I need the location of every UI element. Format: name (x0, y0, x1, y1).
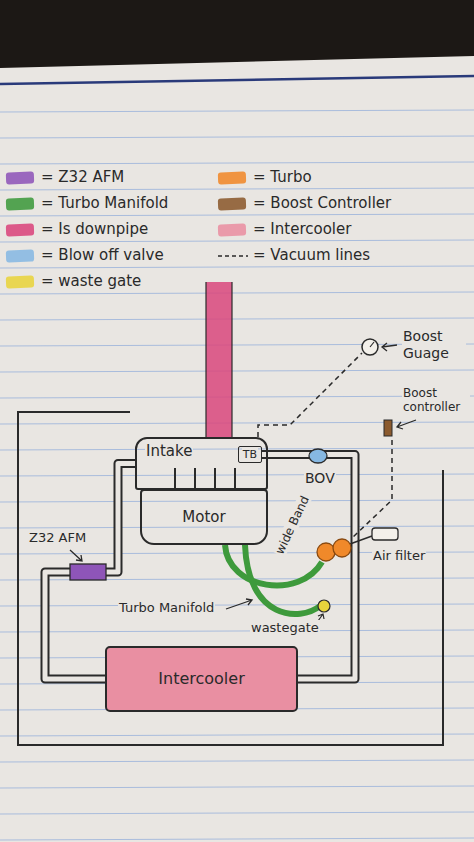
manifold-label: Turbo Manifold (118, 600, 215, 616)
downpipe (206, 282, 232, 437)
ruled-line (0, 422, 474, 424)
runner (234, 468, 236, 490)
gauge-label: Boost Guage (402, 328, 466, 362)
ruled-line (0, 838, 474, 840)
header-rule (0, 76, 474, 84)
leader-arrow (226, 599, 252, 609)
wastegate-label: wastegate (250, 620, 320, 636)
legend-text: = Turbo Manifold (40, 194, 169, 212)
engine-bay-outline (18, 412, 443, 745)
dashed-line (218, 255, 248, 257)
node-label: Intake (145, 442, 193, 460)
legend-swatch (218, 172, 246, 185)
legend-swatch (6, 224, 34, 237)
legend-swatch (6, 276, 34, 289)
node-label: Intercooler (157, 669, 245, 688)
runner (174, 468, 176, 490)
ruled-line (0, 266, 474, 268)
ruled-line (0, 110, 474, 112)
turbo (333, 539, 351, 557)
z32-afm (70, 564, 106, 580)
legend-text: = waste gate (40, 272, 142, 290)
wastegate (318, 600, 330, 612)
legend-text: = Is downpipe (40, 220, 149, 238)
legend-text: = Turbo (252, 168, 313, 186)
node-label: Motor (181, 508, 226, 526)
throttle-body-box: TB (238, 446, 262, 463)
boost-controller (384, 420, 392, 436)
ruled-line (0, 630, 474, 632)
air-filter (372, 528, 398, 540)
legend-swatch (6, 250, 34, 263)
controller-label: Boost controller (402, 386, 470, 415)
bov-label: BOV (304, 470, 336, 487)
ruled-line (0, 786, 474, 788)
downpipe-edge (205, 282, 206, 437)
legend-text: = Blow off valve (40, 246, 165, 264)
dark-background (0, 0, 474, 68)
blow-off-valve (309, 449, 327, 463)
ruled-line (0, 240, 474, 242)
intake-runners (175, 468, 235, 490)
ruled-line (0, 734, 474, 736)
ruled-line (0, 188, 474, 190)
gauge-needle (370, 342, 374, 347)
ruled-line (0, 760, 474, 762)
legend-text: = Z32 AFM (40, 168, 125, 186)
intercooler-core: Intercooler (105, 646, 298, 712)
legend-text: = Intercooler (252, 220, 352, 238)
legend-swatch (6, 172, 34, 185)
runner (214, 468, 216, 490)
ruled-line (0, 500, 474, 502)
leader-arrow (70, 550, 82, 561)
ruled-line (0, 214, 474, 216)
legend-swatch (6, 198, 34, 211)
downpipe-edge (231, 282, 232, 437)
leader-arrow (397, 420, 416, 429)
boost-gauge (362, 339, 378, 355)
leader-arrow (382, 343, 397, 351)
vacuum-line (352, 440, 392, 538)
intake-plenum: Intake TB (135, 437, 268, 490)
ruled-line (0, 292, 474, 294)
dashed-line-sample (218, 253, 250, 259)
ruled-line (0, 370, 474, 372)
legend-text: = Boost Controller (252, 194, 392, 212)
ruled-lines (0, 110, 474, 840)
ruled-line (0, 162, 474, 164)
ruled-line (0, 812, 474, 814)
legend-swatch (218, 198, 246, 211)
vacuum-lines (258, 353, 392, 538)
ruled-line (0, 526, 474, 528)
filter-pipe (350, 536, 372, 544)
node-label: TB (242, 448, 258, 461)
turbo (317, 543, 335, 561)
legend-text: = Vacuum lines (252, 246, 371, 264)
runner (194, 468, 196, 490)
afm-label: Z32 AFM (28, 530, 87, 546)
motor-block: Motor (140, 489, 268, 545)
ruled-line (0, 318, 474, 320)
vacuum-line (258, 353, 362, 437)
filter-label: Air filter (372, 548, 426, 564)
ruled-line (0, 136, 474, 138)
ruled-line (0, 474, 474, 476)
legend-swatch (218, 224, 246, 237)
